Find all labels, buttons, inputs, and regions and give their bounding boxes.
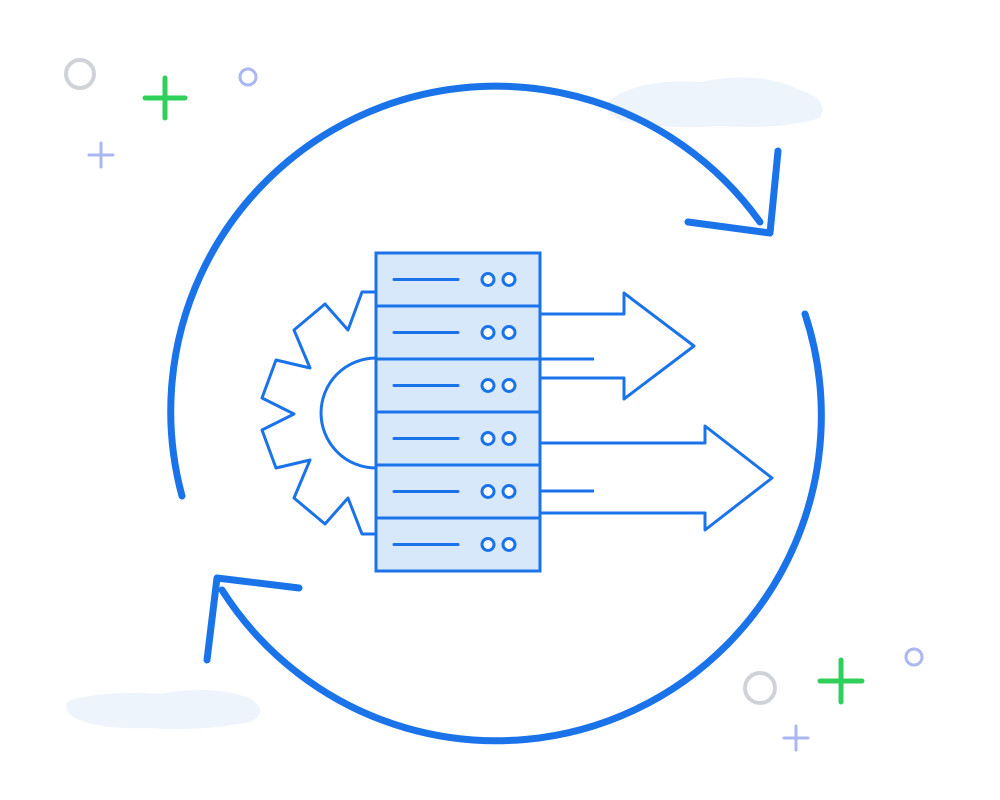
circle-icon: [238, 67, 258, 87]
server-status-light: [501, 272, 517, 287]
plus-icon: [782, 724, 810, 752]
refresh-arc-bottom: [218, 310, 825, 745]
server-unit: [374, 357, 542, 414]
server-status-light: [501, 325, 517, 340]
server-status-light: [480, 484, 496, 499]
cloud-icon: [66, 689, 260, 730]
circle-icon: [904, 647, 924, 667]
background-clouds: [66, 77, 823, 730]
server-status-light: [480, 431, 496, 446]
plus-icon: [142, 75, 188, 121]
server-status-light: [501, 537, 517, 552]
cloud-icon: [606, 77, 823, 128]
refresh-arrowhead-bottom: [203, 574, 303, 664]
server-status-light: [480, 537, 496, 552]
circle-icon: [64, 58, 96, 90]
refresh-cycle-icon: [167, 82, 825, 745]
plus-icon: [87, 141, 115, 169]
refresh-arrowhead-top: [684, 147, 782, 237]
server-unit: [374, 463, 542, 520]
refresh-arc-top: [167, 82, 764, 500]
server-status-light: [501, 484, 517, 499]
server-unit: [374, 251, 542, 308]
arrow-right-icon: [538, 291, 696, 401]
circle-icon: [743, 671, 777, 705]
output-arrows: [538, 291, 774, 532]
server-rack-icon: [374, 251, 542, 573]
gear-hub: [319, 356, 377, 470]
decorations: [64, 58, 924, 752]
server-unit: [374, 516, 542, 573]
server-status-light: [501, 378, 517, 393]
server-status-light: [480, 378, 496, 393]
server-unit: [374, 410, 542, 467]
gear-icon: [260, 290, 377, 536]
plus-icon: [817, 657, 865, 705]
server-unit: [374, 304, 542, 361]
server-status-light: [480, 325, 496, 340]
server-status-light: [501, 431, 517, 446]
gear-outline: [260, 290, 376, 536]
arrow-right-icon: [538, 424, 774, 532]
server-status-light: [480, 272, 496, 287]
